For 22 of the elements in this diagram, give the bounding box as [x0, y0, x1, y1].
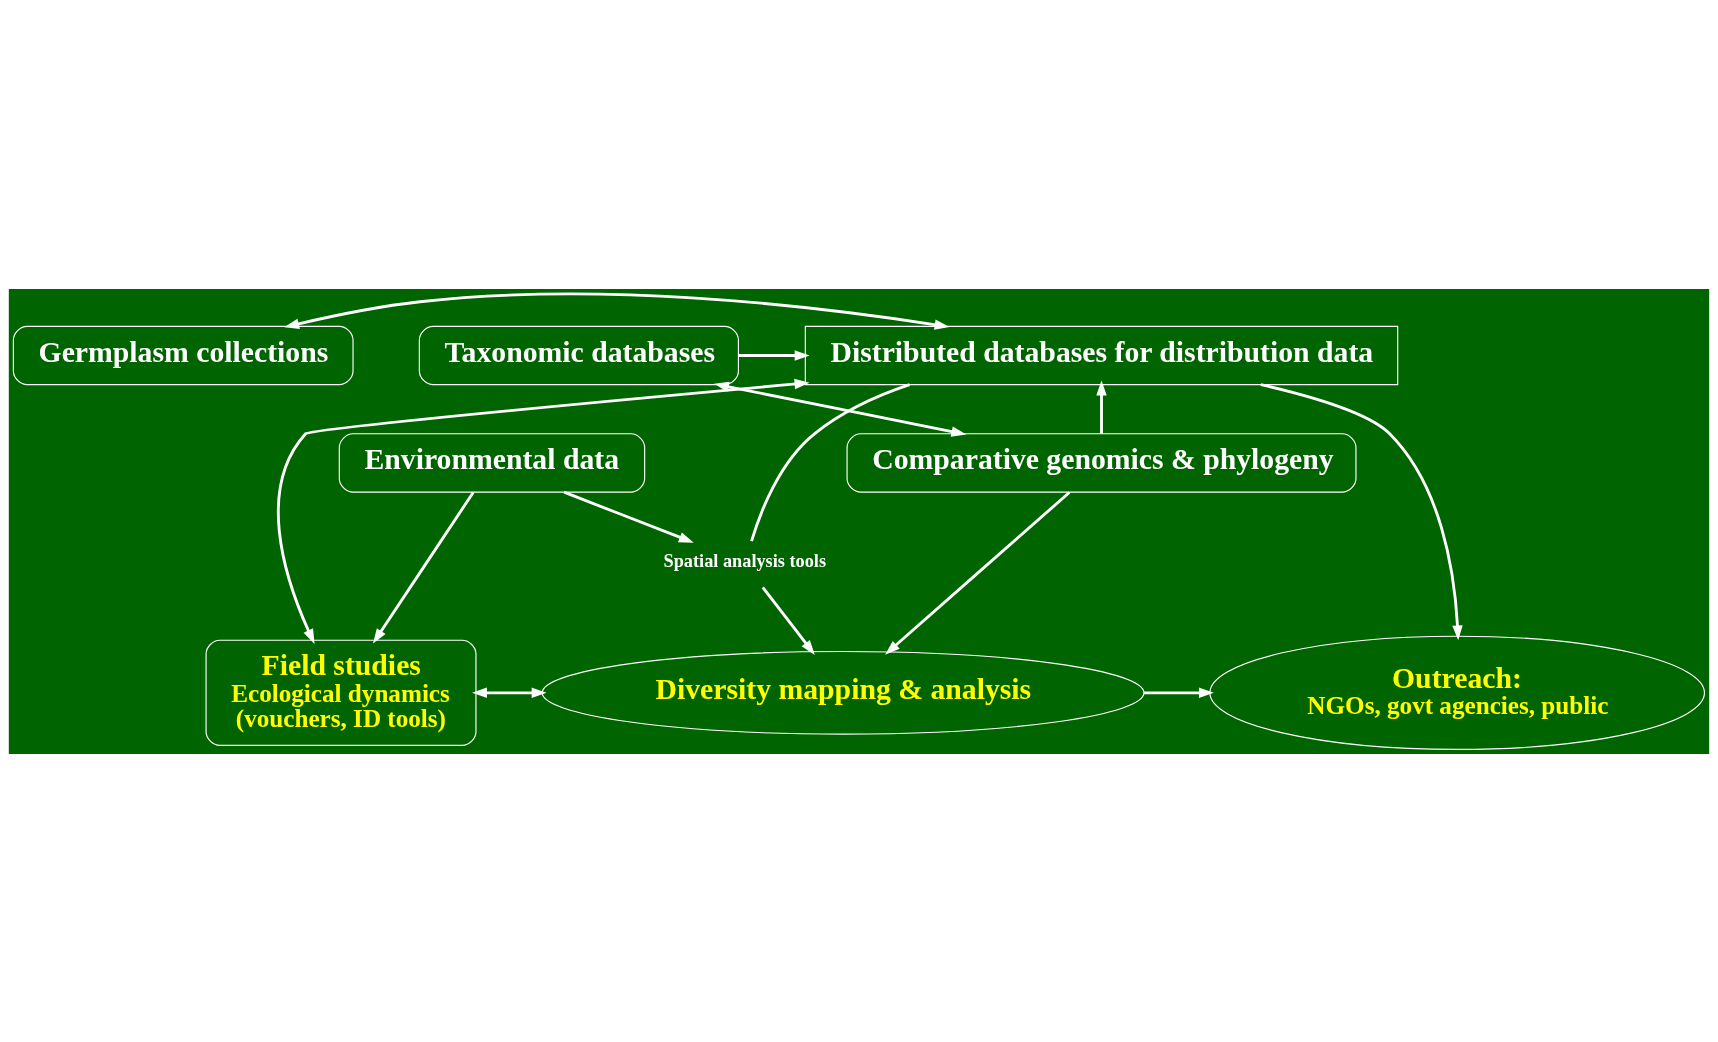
arrow [277, 378, 810, 644]
arrow [1096, 379, 1107, 434]
node-box: Germplasm collections [12, 325, 354, 385]
node-text: Spatial analysis tools [663, 550, 827, 571]
arrow [1144, 687, 1214, 698]
arrow [372, 491, 475, 644]
node-box: Distributed databases for distribution data [804, 325, 1399, 385]
node-box: Taxonomic databases [418, 325, 739, 385]
node-box: Field studies Ecological dynamics (vouchers, ID tools) [205, 639, 477, 746]
node-ellipse: Diversity mapping & analysis [541, 650, 1145, 735]
node-ellipse: Outreach: NGOs, govt agencies, public [1209, 635, 1706, 750]
arrow [761, 585, 815, 655]
node-box: Comparative genomics & phylogeny [846, 432, 1357, 493]
arrow [1260, 382, 1463, 640]
arrow [885, 490, 1071, 655]
arrow [563, 490, 694, 543]
arrow [738, 349, 810, 361]
arrow [284, 292, 950, 330]
connector [750, 382, 911, 542]
arrow [714, 381, 967, 437]
arrow [472, 687, 547, 698]
node-box: Environmental data [338, 432, 646, 493]
